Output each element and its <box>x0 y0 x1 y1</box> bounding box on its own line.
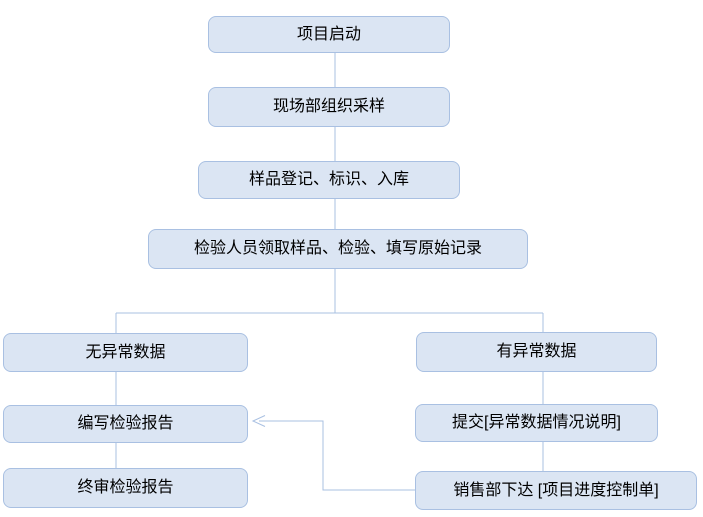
flow-node-sales-issue-control-sheet[interactable]: 销售部下达 [项目进度控制单] <box>415 471 697 510</box>
edge-sales-to-write <box>259 420 415 491</box>
flow-node-project-start[interactable]: 项目启动 <box>208 16 450 53</box>
flow-node-submit-abnormal-note[interactable]: 提交[异常数据情况说明] <box>415 404 658 442</box>
flow-node-inspection[interactable]: 检验人员领取样品、检验、填写原始记录 <box>148 229 528 269</box>
flow-node-abnormal-data[interactable]: 有异常数据 <box>416 332 657 372</box>
flow-node-final-review-report[interactable]: 终审检验报告 <box>3 468 248 508</box>
flow-node-write-report[interactable]: 编写检验报告 <box>3 405 248 443</box>
arrowhead-left-icon <box>251 415 266 427</box>
flow-node-field-sampling[interactable]: 现场部组织采样 <box>208 87 450 127</box>
flow-node-no-abnormal-data[interactable]: 无异常数据 <box>3 333 248 372</box>
flow-node-sample-registration[interactable]: 样品登记、标识、入库 <box>198 161 460 199</box>
